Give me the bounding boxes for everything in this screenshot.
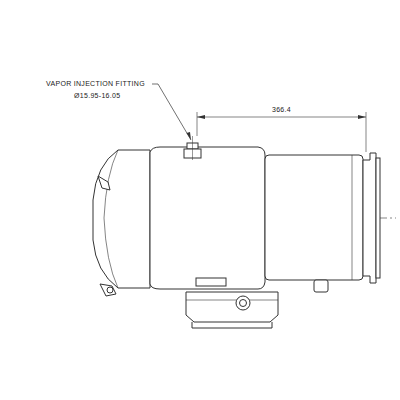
length-dimension: 366.4 [272,106,291,113]
diameter-dimension: Ø15.95-16.05 [74,92,120,99]
callout-text: VAPOR INJECTION FITTING [46,80,145,87]
